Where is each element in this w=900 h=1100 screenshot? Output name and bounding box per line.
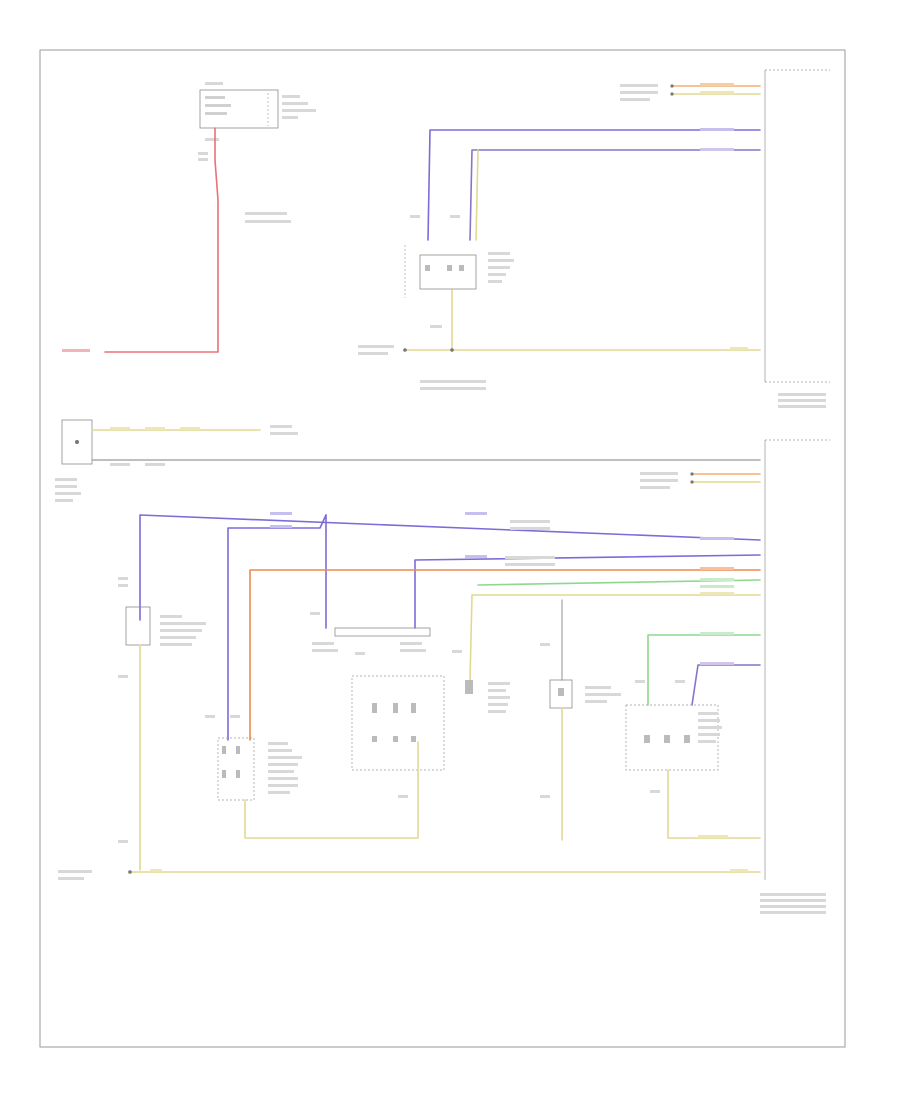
top-purple-wire: [469, 149, 761, 241]
bottom-yellow-wire-b: [469, 594, 473, 681]
legend-notes: [245, 212, 291, 223]
bottom-ground-bus: [58, 840, 761, 880]
left-component: [118, 577, 206, 871]
right-switch-group: [625, 680, 761, 839]
small-switch: [540, 599, 621, 841]
top-yellow-wire: [475, 149, 479, 241]
diagram-frame: [39, 49, 846, 1048]
top-switch: [404, 215, 514, 298]
bottom-blue-wire-d: [414, 554, 761, 629]
top-blue-wire: [427, 129, 761, 241]
bottom-blue-wire-a: [139, 514, 761, 621]
light-switch: [55, 419, 761, 502]
bottom-green-wire-b: [647, 634, 761, 706]
top-ground-line: [358, 289, 761, 390]
fuse-box: [199, 82, 316, 141]
middle-switch-group: [310, 612, 445, 839]
bottom-can-wires: [640, 472, 761, 489]
bottom-blue-wire-b: [227, 514, 327, 741]
top-right-module: [764, 69, 830, 408]
left-switch-group: [205, 715, 419, 839]
red-power-wire: [62, 127, 219, 353]
bottom-orange-wire: [249, 569, 761, 741]
bottom-purple-wire: [691, 664, 761, 706]
bottom-right-module: [760, 439, 830, 914]
top-can-wires: [620, 83, 761, 101]
rear-wiper-switch: [452, 650, 510, 713]
